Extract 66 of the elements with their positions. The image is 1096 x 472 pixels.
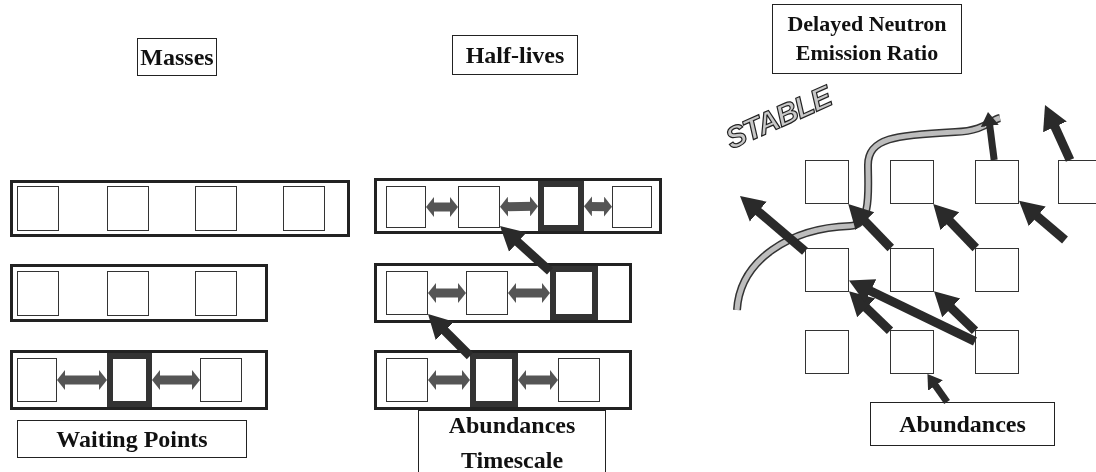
nuclide-box bbox=[17, 271, 59, 316]
row-frame bbox=[374, 350, 632, 410]
label-text: Masses bbox=[140, 42, 214, 72]
nuclide-box bbox=[1058, 160, 1096, 204]
double-arrow bbox=[152, 370, 200, 390]
label-text: Waiting Points bbox=[56, 424, 208, 454]
arrow bbox=[934, 291, 979, 334]
row-frame bbox=[374, 178, 662, 234]
arrow bbox=[740, 196, 808, 255]
arrow bbox=[927, 374, 950, 404]
nuclide-box bbox=[890, 330, 934, 374]
waiting-point-box bbox=[538, 181, 584, 231]
double-arrow bbox=[508, 283, 550, 303]
nuclide-box bbox=[466, 271, 508, 315]
double-arrow bbox=[500, 196, 538, 217]
waiting-point-box bbox=[550, 266, 598, 320]
nuclide-box bbox=[890, 160, 934, 204]
nuclide-box bbox=[458, 186, 500, 228]
arrow bbox=[500, 226, 553, 275]
row-frame bbox=[10, 350, 268, 410]
nuclide-box bbox=[195, 271, 237, 316]
double-arrow bbox=[426, 197, 458, 217]
nuclide-box bbox=[386, 358, 428, 402]
nuclide-box bbox=[975, 248, 1019, 292]
row-frame bbox=[10, 180, 350, 237]
arrow bbox=[980, 112, 999, 161]
label-box bbox=[17, 420, 247, 458]
label-box bbox=[418, 410, 606, 472]
nuclide-box bbox=[17, 186, 59, 231]
nuclide-box bbox=[975, 160, 1019, 204]
label-box bbox=[452, 35, 578, 75]
row-frame bbox=[10, 264, 268, 322]
nuclide-box bbox=[386, 271, 428, 315]
row-frame bbox=[374, 263, 632, 323]
nuclide-box bbox=[283, 186, 325, 231]
nuclide-box bbox=[200, 358, 242, 402]
nuclide-box bbox=[107, 186, 149, 231]
arrow bbox=[1019, 200, 1068, 244]
arrow bbox=[933, 204, 979, 252]
nuclide-box bbox=[107, 271, 149, 316]
double-arrow bbox=[428, 370, 470, 390]
double-arrow bbox=[428, 283, 466, 303]
label-text: Half-lives bbox=[465, 40, 565, 70]
waiting-point-box bbox=[107, 353, 152, 407]
nuclide-box bbox=[805, 160, 849, 204]
nuclide-box bbox=[612, 186, 652, 228]
double-arrow bbox=[584, 196, 612, 217]
label-text: Abundances Timescale bbox=[447, 411, 577, 472]
nuclide-box bbox=[386, 186, 426, 228]
nuclide-box bbox=[805, 330, 849, 374]
nuclide-box bbox=[558, 358, 600, 402]
nuclide-box bbox=[805, 248, 849, 292]
label-text: Delayed Neutron Emission Ratio bbox=[786, 10, 948, 67]
nuclide-box bbox=[890, 248, 934, 292]
nuclide-box bbox=[975, 330, 1019, 374]
label-box bbox=[870, 402, 1055, 446]
double-arrow bbox=[57, 370, 107, 390]
arrow bbox=[849, 279, 977, 346]
waiting-point-box bbox=[470, 353, 518, 407]
arrow bbox=[849, 291, 894, 334]
label-text: Abundances bbox=[899, 409, 1026, 439]
label-box bbox=[772, 4, 962, 74]
arrow bbox=[1043, 105, 1075, 162]
nuclide-box bbox=[17, 358, 57, 402]
nuclide-box bbox=[195, 186, 237, 231]
double-arrow bbox=[518, 370, 558, 390]
